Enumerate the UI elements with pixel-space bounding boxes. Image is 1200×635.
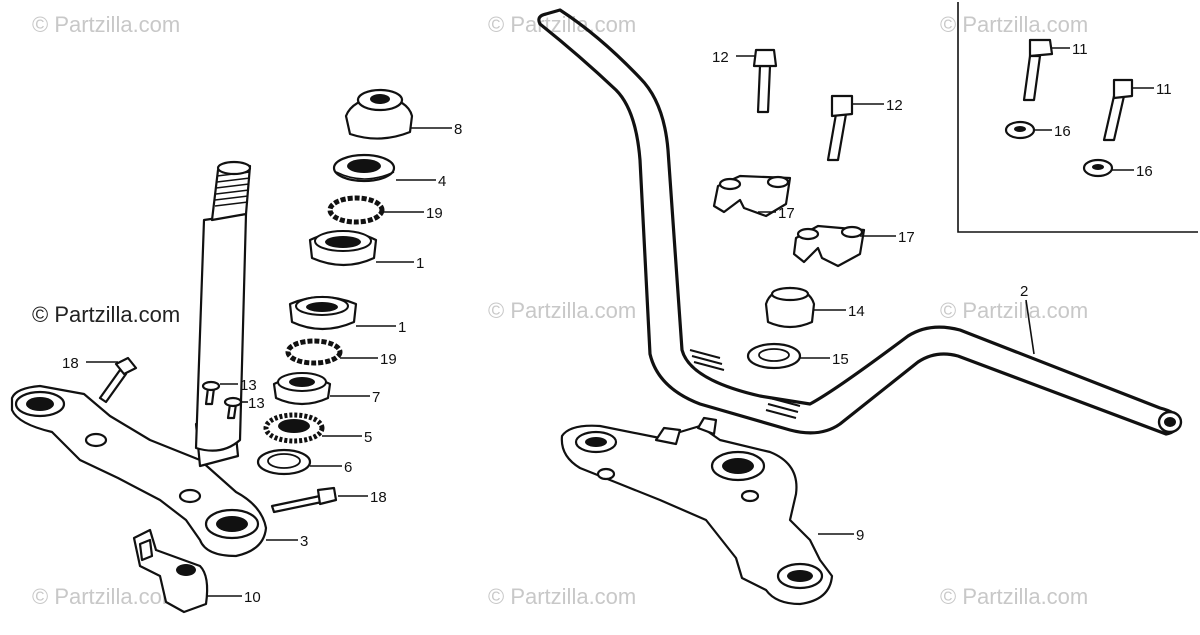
callout-7: 7	[372, 389, 380, 406]
callout-9: 9	[856, 527, 864, 544]
callout-18a: 18	[62, 355, 79, 372]
watermark: © Partzilla.com	[488, 12, 636, 37]
part-3-stem-tube	[194, 160, 252, 452]
part-5-dust-seal[interactable]	[263, 412, 325, 444]
part-11-bolt-b[interactable]	[1102, 78, 1134, 142]
part-8-steering-stem-nut[interactable]	[344, 88, 414, 140]
callout-4: 4	[438, 173, 446, 190]
callout-11a: 11	[1072, 41, 1088, 58]
part-1-ball-race-upper[interactable]	[308, 230, 378, 267]
watermark: © Partzilla.com	[32, 584, 180, 609]
watermarks: © Partzilla.com © Partzilla.com © Partzi…	[32, 12, 1088, 609]
inset-frame	[957, 2, 1198, 233]
callout-18b: 18	[370, 489, 387, 506]
callout-12b: 12	[886, 97, 903, 114]
part-11-bolt-a[interactable]	[1022, 38, 1054, 102]
part-19-steel-balls-lower[interactable]	[285, 338, 343, 366]
part-14-cap-nut[interactable]	[764, 286, 816, 329]
part-12-bolt-b[interactable]	[826, 94, 854, 162]
callout-5: 5	[364, 429, 372, 446]
part-9-fork-top-bridge[interactable]	[560, 416, 834, 606]
part-7-bottom-cone-race[interactable]	[272, 372, 332, 406]
leader-line	[1025, 299, 1035, 355]
part-17-handlebar-holder-b[interactable]	[792, 224, 866, 268]
part-4-top-cone-race[interactable]	[332, 153, 396, 183]
watermark: © Partzilla.com	[32, 12, 180, 37]
part-1-ball-race-lower[interactable]	[288, 295, 358, 331]
part-15-washer[interactable]	[746, 342, 802, 370]
part-10-bracket[interactable]	[132, 528, 209, 614]
callout-1a: 1	[416, 255, 424, 272]
part-19-steel-balls-upper[interactable]	[327, 195, 385, 225]
callout-19a: 19	[426, 205, 443, 222]
part-13-screw-a[interactable]	[201, 380, 221, 406]
watermark: © Partzilla.com	[940, 584, 1088, 609]
callout-8: 8	[454, 121, 462, 138]
callout-11b: 11	[1156, 81, 1172, 98]
part-12-bolt-a[interactable]	[752, 48, 778, 114]
callout-13b: 13	[248, 395, 265, 412]
watermark: © Partzilla.com	[488, 584, 636, 609]
part-2-handlebar[interactable]	[537, 8, 1183, 436]
part-13-screw-b[interactable]	[223, 396, 243, 420]
part-16-washer-a[interactable]	[1004, 120, 1036, 140]
callout-13a: 13	[240, 377, 257, 394]
part-17-handlebar-holder-a[interactable]	[712, 174, 792, 218]
callout-15: 15	[832, 351, 849, 368]
callout-16b: 16	[1136, 163, 1153, 180]
callout-12a: 12	[712, 49, 729, 66]
callout-2: 2	[1020, 283, 1028, 300]
part-18-pinch-bolt-left[interactable]	[98, 356, 138, 404]
callout-19b: 19	[380, 351, 397, 368]
callout-10: 10	[244, 589, 261, 606]
callout-3: 3	[300, 533, 308, 550]
callout-17b: 17	[898, 229, 915, 246]
watermark: © Partzilla.com	[488, 298, 636, 323]
part-18-pinch-bolt-right[interactable]	[270, 486, 338, 514]
part-16-washer-b[interactable]	[1082, 158, 1114, 178]
callout-1b: 1	[398, 319, 406, 336]
part-6-dust-seal-washer[interactable]	[256, 448, 312, 476]
callout-6: 6	[344, 459, 352, 476]
watermark: © Partzilla.com	[940, 12, 1088, 37]
watermark-dark: © Partzilla.com	[32, 302, 180, 327]
watermark: © Partzilla.com	[940, 298, 1088, 323]
callout-17a: 17	[778, 205, 795, 222]
callout-14: 14	[848, 303, 865, 320]
callout-16a: 16	[1054, 123, 1071, 140]
